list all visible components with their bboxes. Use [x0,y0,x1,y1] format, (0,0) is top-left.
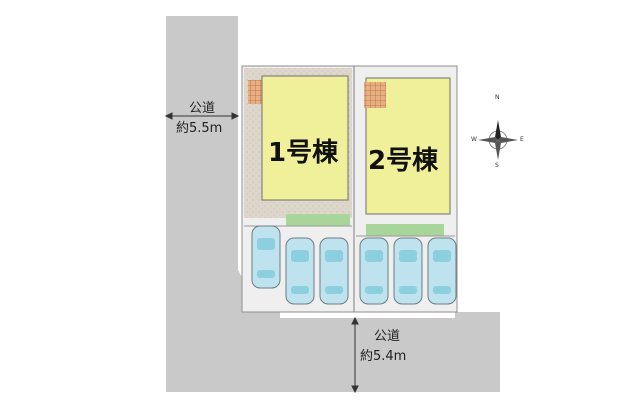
south-road-width: 約5.4m [360,349,407,364]
compass-west: W [471,136,477,143]
lot1-building [261,75,349,201]
car-icon [393,237,423,305]
south-road-name: 公道 [374,329,401,344]
compass-rose-icon [478,120,518,160]
compass-east: E [520,136,524,143]
greenery-1 [286,214,350,226]
south-road-east [455,312,500,392]
car-icon [427,237,457,305]
car-icon [251,225,281,289]
car-icon [319,237,349,305]
building-2-label: 2号棟 [368,146,439,176]
lot2-deck [364,82,386,108]
building-1-label: 1号棟 [268,138,339,168]
compass-south: S [495,162,499,169]
car-icon [359,237,389,305]
greenery-2 [366,224,444,236]
west-road-name: 公道 [189,101,216,116]
compass-north: N [495,94,500,101]
west-road-width: 約5.5m [176,121,223,136]
car-icon [285,237,315,305]
